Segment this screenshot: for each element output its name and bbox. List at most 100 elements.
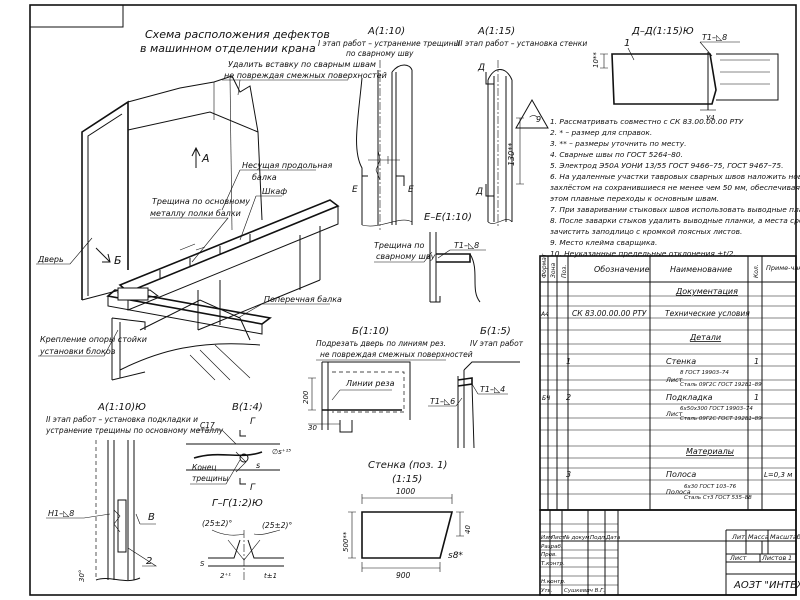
tb-role-ncontrol: Н.контр. [541, 579, 566, 585]
spec-p3-pos: 3 [566, 470, 571, 479]
spec-p1-pos: 1 [566, 357, 571, 366]
tb-signature: Сушкевич В.Г. [564, 588, 605, 594]
view-b-dim-h: 200 [302, 390, 310, 404]
view-ee-title: Е–Е(1:10) [424, 212, 472, 223]
tb-role-dev: Разраб. [541, 544, 563, 550]
view-a-110-title: А(1:10) [367, 26, 405, 37]
view-gg-ang1: (25±2)° [202, 519, 232, 528]
note-5: 5. Электрод Э50А УОНИ 13/55 ГОСТ 9466–75… [550, 161, 783, 170]
view-v: В(1:4) С17 Г ∅s⁺¹⁵ s Г Конец трещины [186, 402, 291, 493]
spec-p1-mat1: 8 ГОСТ 19903–74 [680, 370, 729, 376]
main-scheme: Схема расположения дефектов в машинном о… [36, 28, 387, 381]
note-8: 8. После заварки стыков удалить выводные… [550, 216, 800, 225]
tb-h-izm: Изм [541, 535, 552, 541]
view-v-c17: С17 [200, 421, 215, 430]
view-gg-title: Г–Г(1:2)Ю [212, 498, 263, 509]
view-b-15: Б(1:5) IV этап работ Т1–◺4 Т1–◺6 [428, 326, 524, 449]
view-a-115-note: III этап работ – установка стенки [456, 39, 587, 48]
tb-role-tcontrol: Т.контр. [541, 561, 565, 567]
spec-p3-note: L=0,3 м [764, 471, 793, 479]
spec-p1-name: Стенка [666, 357, 696, 366]
spec-h-format: Формат [541, 253, 548, 278]
stenka-dim-top: 1000 [396, 487, 415, 496]
view-a-115: А(1:15) III этап работ – установка стенк… [456, 26, 587, 228]
tb-h-doc: № докум. [563, 535, 591, 541]
spec-p2-format: БЧ [542, 395, 550, 402]
view-ee-weld: Т1–◺8 [454, 241, 479, 250]
spec-p3-mat2: Сталь Ст3 ГОСТ 535–88 [684, 495, 752, 501]
view-a-115-d-top: Д [477, 63, 485, 73]
main-title-line2: в машинном отделении крана [140, 42, 316, 55]
arrow-b-label: Б [114, 254, 122, 267]
spec-section-docs: Документация [675, 287, 738, 296]
view-a-115-dim: 130** [507, 143, 516, 166]
beam-label-2: балка [252, 173, 277, 182]
view-b-15-note: IV этап работ [470, 339, 524, 348]
support-label-1: Крепление опоры стойки [40, 335, 147, 344]
view-dd-title: Д–Д(1:15)Ю [631, 26, 694, 37]
spec-h-qty: Кол. [753, 264, 760, 278]
view-dd-weld: Т1–◺8 [702, 33, 727, 42]
stenka-title-1: Стенка (поз. 1) [368, 460, 447, 471]
tb-company: АОЗТ "ИНТЕХ" [733, 580, 800, 591]
view-a-110u-note-2: устранение трещины по основному металлу [45, 426, 224, 435]
view-dd-item: 1 [624, 38, 630, 49]
view-v-g-bottom: Г [250, 483, 256, 493]
view-gg-gap: 2⁺¹ [220, 572, 231, 580]
view-a-110u-b: В [148, 512, 155, 523]
spec-p2-mat2: Сталь 09Г2С ГОСТ 19281–89 [680, 416, 762, 422]
view-gg: Г–Г(1:2)Ю (25±2)° (25±2)° 2⁺¹ t±1 S [200, 498, 292, 580]
view-a-e-right: Е [408, 185, 414, 195]
spec-doc-name: Технические условия [665, 309, 750, 318]
spec-doc-format: А4 [540, 311, 549, 318]
view-dd-dim-left: 10** [592, 52, 600, 68]
spec-p2-name: Подкладка [666, 393, 713, 402]
view-b-cut-label: Линии реза [345, 379, 395, 388]
note-10: 10. Неуказанные предельные отклонения ±t… [550, 249, 736, 258]
view-b-15-title: Б(1:5) [480, 326, 511, 337]
view-v-hole: ∅s⁺¹⁵ [272, 448, 291, 456]
tb-scale: Масштаб [770, 533, 800, 541]
spec-table: Формат Зона Поз. Обозначение Наименовани… [539, 253, 800, 511]
tb-role-approve: Утв. [541, 588, 553, 594]
spec-h-pos: Поз. [561, 265, 568, 278]
view-dd-dim-bottom: У4 [706, 114, 715, 122]
view-a-110u: А(1:10)Ю II этап работ – установка подкл… [45, 402, 224, 582]
spec-p3-mat-prefix: Полоса [666, 488, 691, 496]
stenka-view: Стенка (поз. 1) (1:15) 1000 500** 40 s8*… [342, 460, 472, 580]
spec-section-materials: Материалы [686, 447, 734, 456]
view-gg-s: S [200, 560, 205, 568]
cross-beam-label: Поперечная балка [264, 295, 342, 304]
view-a-110-note-2: по сварному шву [346, 49, 414, 58]
view-b-dim-w: 30 [308, 424, 317, 432]
note-8b: зачистить заподлицо с кромкой поясных ли… [550, 227, 742, 236]
tb-lit: Лит. [731, 533, 747, 541]
view-b-15-weld1: Т1–◺4 [480, 385, 505, 394]
view-a-115-title: А(1:15) [477, 26, 515, 37]
remove-insert-note-1: Удалить вставку по сварным швам [228, 60, 376, 69]
tb-h-date: Дата [605, 535, 621, 541]
spec-p2-qty: 1 [754, 393, 759, 402]
view-b-15-weld2: Т1–◺6 [430, 397, 455, 406]
view-v-title: В(1:4) [232, 402, 263, 413]
note-2: 2. * – размер для справок. [550, 128, 652, 137]
crack-shelf-label-2: металлу полки балки [150, 209, 241, 218]
view-a-115-d-bottom: Д [475, 187, 483, 197]
tb-sheets: Листов [761, 554, 786, 562]
spec-section-details: Детали [689, 333, 721, 342]
door-label: Дверь [37, 255, 64, 264]
spec-h-zone: Зона [550, 263, 557, 278]
view-a-110: А(1:10) I этап работ – устранение трещин… [318, 26, 460, 230]
view-v-s: s [256, 461, 260, 470]
remove-insert-note-2: не повреждая смежных поверхностей [224, 71, 387, 80]
view-b-110-title: Б(1:10) [352, 326, 389, 337]
spec-p2-mat1: 6х50х300 ГОСТ 19903–74 [680, 406, 753, 412]
view-v-crack-1: Конец [192, 463, 217, 472]
view-a-110u-dim: 30° [78, 570, 86, 582]
view-ee: Е–Е(1:10) Трещина по сварному шву Т1–◺8 [374, 212, 486, 303]
spec-p1-qty: 1 [754, 357, 759, 366]
stenka-thickness: s8* [448, 551, 463, 561]
view-a-115-weld: ⌒9 [528, 115, 541, 124]
spec-doc-code: СК 83.00.00.00 РТУ [572, 309, 647, 318]
